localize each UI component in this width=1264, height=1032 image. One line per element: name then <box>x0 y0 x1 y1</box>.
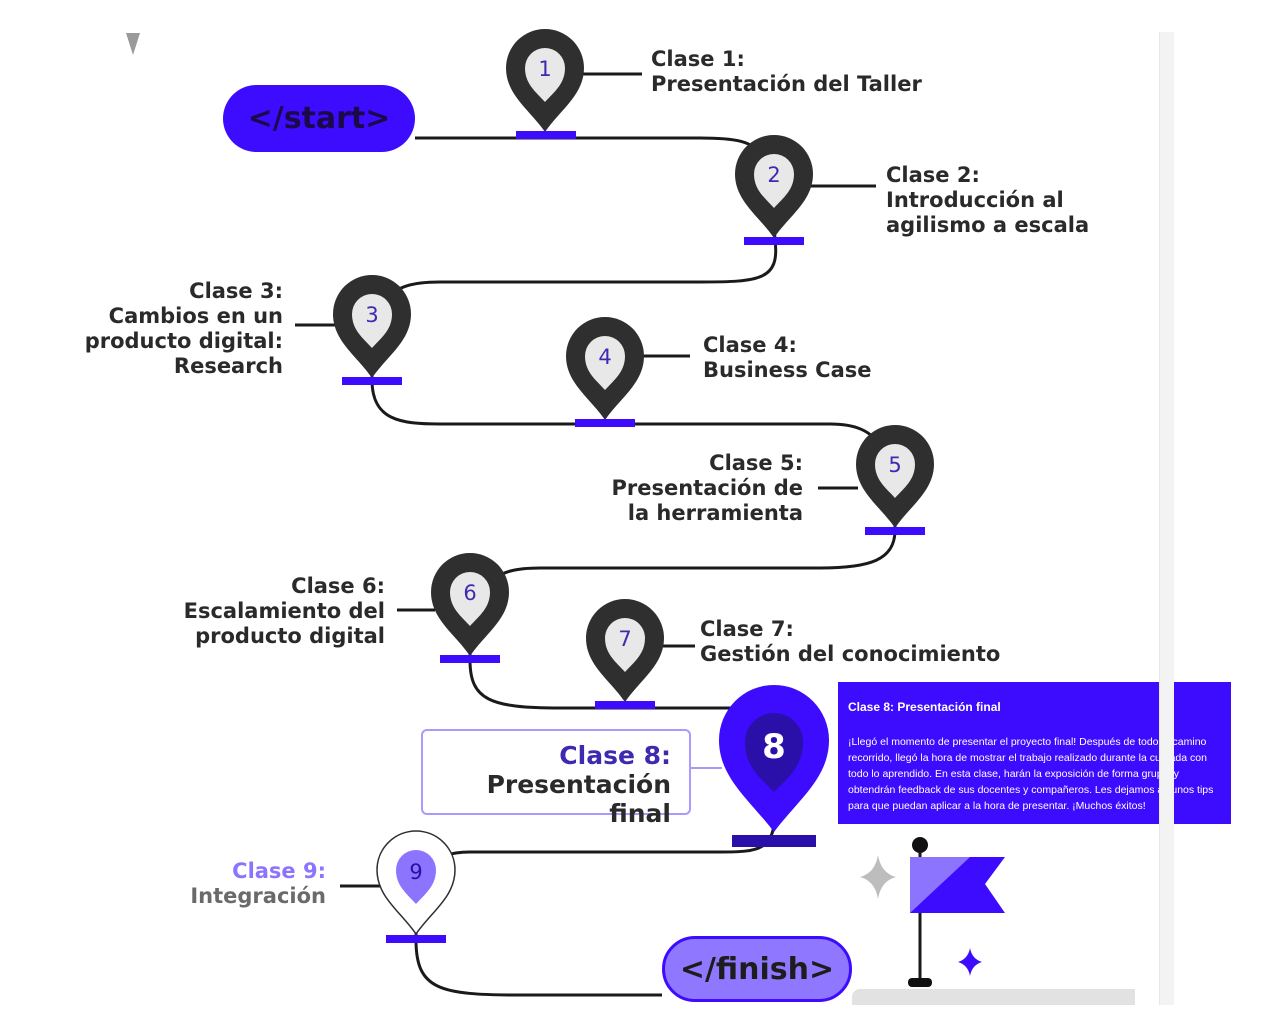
class-4-title: Clase 4: <box>703 333 797 357</box>
class-1-label: Clase 1: Presentación del Taller <box>651 47 922 97</box>
finish-pill: </finish> <box>662 936 852 1002</box>
map-pin-icon[interactable] <box>431 553 509 663</box>
class-3-label: Clase 3: Cambios en un producto digital:… <box>85 279 283 379</box>
class-2-label: Clase 2: Introducción al agilismo a esca… <box>886 163 1089 238</box>
class-9-label: Clase 9: Integración <box>190 859 326 909</box>
class-3-title: Clase 3: <box>189 279 283 303</box>
tooltip-title: Clase 8: Presentación final <box>848 700 1001 714</box>
class-8-title: Clase 8: <box>559 741 671 770</box>
pin-number-2: 2 <box>767 163 780 187</box>
class-6-title: Clase 6: <box>291 574 385 598</box>
pin-number-1: 1 <box>538 57 551 81</box>
map-pin-icon[interactable] <box>735 135 813 245</box>
map-pin-icon[interactable] <box>376 830 456 943</box>
class-2-title: Clase 2: <box>886 163 980 187</box>
pin-number-5: 5 <box>888 453 901 477</box>
map-pin-icon[interactable] <box>856 425 934 535</box>
class-2-line: Introducción al <box>886 188 1064 212</box>
scrollbar[interactable] <box>1159 32 1174 1005</box>
roadmap-path: 1 2 3 4 5 6 7 9 8 <box>295 29 1005 997</box>
class-8-highlight-box[interactable]: Clase 8: Presentación final <box>421 729 691 828</box>
class-8-line: Presentación final <box>486 770 671 828</box>
sparkle-icon <box>958 948 982 976</box>
flag-icon <box>908 837 1005 987</box>
class-7-line: Gestión del conocimiento <box>700 642 1001 666</box>
pin-number-8: 8 <box>762 727 786 767</box>
class-6-line: producto digital <box>195 624 385 648</box>
class-6-line: Escalamiento del <box>183 599 385 623</box>
pin-number-7: 7 <box>618 627 631 651</box>
map-pin-icon[interactable] <box>506 29 584 139</box>
class-4-label: Clase 4: Business Case <box>703 333 871 383</box>
caret-down-icon <box>126 33 140 55</box>
class-7-title: Clase 7: <box>700 617 794 641</box>
class-9-title: Clase 9: <box>232 859 326 883</box>
ground-strip <box>852 989 1135 1005</box>
class-3-line: Cambios en un <box>108 304 283 328</box>
start-label: </start> <box>247 101 391 136</box>
class-2-line: agilismo a escala <box>886 213 1090 237</box>
class-6-label: Clase 6: Escalamiento del producto digit… <box>184 574 385 649</box>
map-pin-icon[interactable] <box>719 685 829 847</box>
class-5-line: Presentación de <box>611 476 803 500</box>
class-4-line: Business Case <box>703 358 872 382</box>
finish-label: </finish> <box>679 951 835 987</box>
start-pill: </start> <box>223 85 415 152</box>
pin-number-9: 9 <box>409 860 422 884</box>
map-pin-icon[interactable] <box>566 317 644 427</box>
pin-number-4: 4 <box>598 345 611 369</box>
class-5-line: la herramienta <box>627 501 803 525</box>
class-9-line: Integración <box>190 884 326 908</box>
pin-number-3: 3 <box>365 303 378 327</box>
class-3-line: producto digital: <box>84 329 283 353</box>
class-1-line: Presentación del Taller <box>651 72 922 96</box>
class-5-title: Clase 5: <box>709 451 803 475</box>
tooltip-body: ¡Llegó el momento de presentar el proyec… <box>848 736 1214 812</box>
sparkle-icon <box>860 855 896 899</box>
map-pin-icon[interactable] <box>333 275 411 385</box>
class-7-label: Clase 7: Gestión del conocimiento <box>700 617 1000 667</box>
class-3-line: Research <box>173 354 283 378</box>
pin-number-6: 6 <box>463 581 476 605</box>
map-pin-icon[interactable] <box>586 599 664 709</box>
class-1-title: Clase 1: <box>651 47 745 71</box>
class-5-label: Clase 5: Presentación de la herramienta <box>611 451 803 526</box>
